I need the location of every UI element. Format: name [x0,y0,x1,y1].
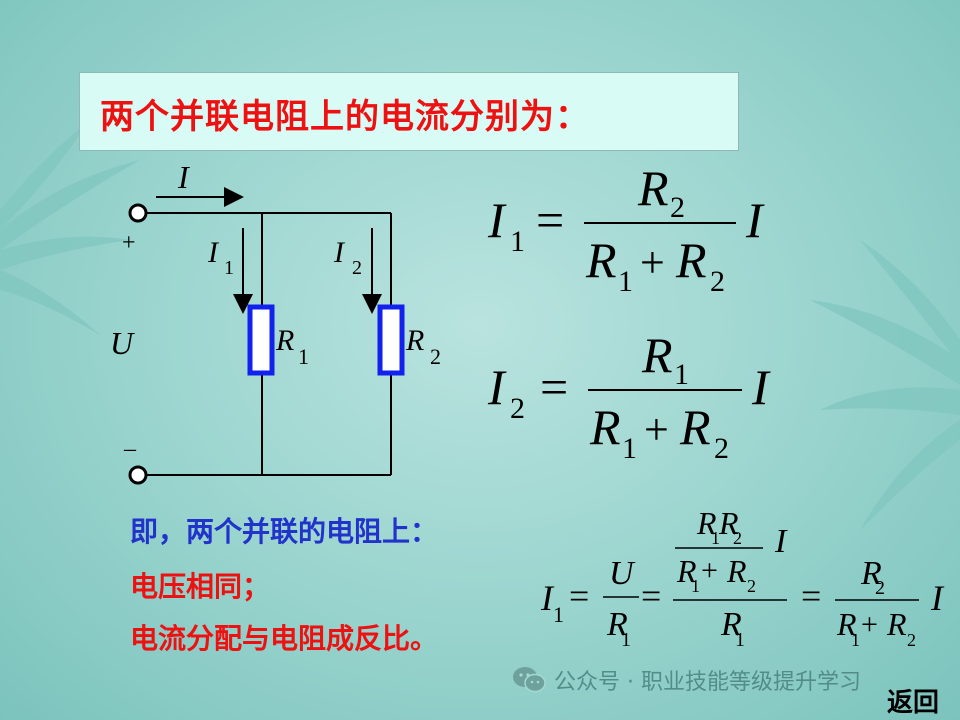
back-button[interactable]: 返回 [887,682,949,718]
eq3-frac1-den: R [606,606,628,643]
eq3-inner-den-R1: R [676,553,697,589]
eq3-equals-1: = [569,576,589,616]
eq1-den-R1: R [585,232,617,288]
conclusion-line-3: 电流分配与电阻成反比。 [130,622,439,655]
eq2-num-sub: 1 [674,358,689,391]
eq3-rhs-I: I [930,578,945,618]
eq2-den-R2: R [679,399,711,455]
eq2-den-sub1: 1 [622,432,637,465]
eq3-inner-num-sub2: 2 [733,528,742,548]
eq1-equals: = [536,192,564,248]
eq1-den-sub1: 1 [618,265,633,298]
eq3-frac3-den-R2: R [886,606,907,642]
eq3-inner-den-sub1: 1 [691,576,700,596]
eq2-den-sub2: 2 [714,432,729,465]
label-current-2-sub: 2 [352,257,362,279]
label-current-1: I [207,236,220,269]
eq3-outer-den-R: R [720,606,742,643]
eq3-frac1-num: U [609,555,636,592]
eq1-den-plus: + [640,238,665,287]
title-box: 两个并联电阻上的电流分别为： [79,72,739,151]
watermark-text: 公众号 · 职业技能等级提升学习 [554,670,861,695]
eq2-den-plus: + [644,405,669,454]
eq3-inner-num-R1: R [696,505,717,541]
eq3-frac3-num-sub: 2 [875,577,885,599]
eq2-num-R: R [641,327,673,383]
eq1-lhs-sub: 1 [510,225,525,258]
equation-i2: I 2 = R 1 R 1 + R 2 I [487,327,771,465]
eq2-equals: = [540,359,568,415]
eq1-num-sub: 2 [670,191,685,224]
eq3-equals-3: = [801,576,821,616]
wechat-icon [513,667,546,693]
label-r2: R [405,324,424,357]
eq2-lhs-sub: 2 [510,392,525,425]
eq3-inner-den-R2: R [726,553,747,589]
eq3-inner-num-R2: R [718,505,739,541]
equation-i1: I 1 = R 2 R 1 + R 2 I [487,160,765,298]
label-r1: R [275,324,294,357]
eq1-num-R: R [637,160,669,216]
eq3-frac1-den-sub: 1 [621,629,631,651]
label-minus: – [123,436,137,462]
eq1-den-R2: R [675,232,707,288]
eq3-lhs-I: I [540,578,555,618]
label-r1-sub: 1 [298,344,309,369]
eq2-den-R1: R [589,399,621,455]
conclusion-line-2: 电压相同； [130,570,271,603]
eq3-frac3-den-R1: R [836,606,857,642]
eq3-inner-den-plus: + [701,554,718,587]
eq3-inner-num-sub1: 1 [711,528,720,548]
eq3-inner-I: I [774,523,788,560]
resistor-r2 [377,304,405,376]
eq2-rhs-I: I [751,359,771,415]
conclusion-line-1: 即，两个并联的电阻上： [130,515,439,548]
label-current-1-sub: 1 [224,257,234,279]
palm-leaf-right-decoration [810,240,960,530]
eq1-rhs-I: I [745,192,765,248]
resistor-r1 [247,304,275,376]
eq3-frac3-num: R [860,555,882,592]
eq2-lhs-I: I [487,359,507,415]
eq3-frac3-den-plus: + [861,608,878,641]
terminal-positive [128,203,148,223]
label-current-total: I [177,159,190,195]
parallel-resistor-circuit: I I 1 I 2 U R 1 R 2 + – [110,159,441,485]
eq1-lhs-I: I [487,192,507,248]
eq3-outer-den-sub: 1 [735,629,745,651]
label-r2-sub: 2 [430,344,441,369]
label-voltage: U [110,325,135,361]
title-text: 两个并联电阻上的电流分别为： [100,97,590,137]
equation-derivation: I 1 = U R 1 = R 1 R 2 R 1 + R 2 I R 1 = … [540,505,945,651]
eq3-frac3-den-sub1: 1 [851,630,860,650]
eq3-lhs-sub: 1 [553,602,564,627]
eq3-inner-den-sub2: 2 [747,576,756,596]
eq3-equals-2: = [641,576,661,616]
eq3-frac3-den-sub2: 2 [907,630,916,650]
label-current-2: I [333,236,346,269]
watermark: 公众号 · 职业技能等级提升学习 [512,664,861,696]
label-plus: + [122,230,136,256]
eq1-den-sub2: 2 [710,265,725,298]
terminal-negative [128,465,148,485]
